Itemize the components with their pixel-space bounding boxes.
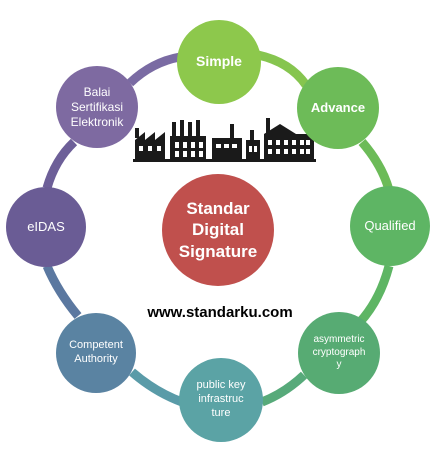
connector-qualified-asymmetric — [356, 264, 394, 326]
connector-competent-eidas — [42, 264, 82, 319]
node-balai-label: Balai Sertifikasi Elektronik — [70, 84, 124, 129]
node-advance-label: Advance — [310, 99, 366, 115]
factory-windows — [139, 140, 310, 157]
node-advance: Advance — [297, 67, 379, 149]
center-label: Standar Digital Signature — [178, 199, 258, 261]
node-simple: Simple — [177, 20, 261, 104]
node-simple-label: Simple — [196, 53, 242, 70]
node-competent-authority: Competent Authority — [56, 313, 136, 393]
node-eidas: eIDAS — [6, 187, 86, 267]
node-eidas-label: eIDAS — [27, 218, 65, 234]
node-qualified: Qualified — [350, 186, 430, 266]
connector-balai-simple — [126, 52, 181, 87]
node-public-key-infrastructure: public key infrastruc ture — [179, 358, 263, 442]
node-asymmetric-label: asymmetric cryptograph y — [312, 334, 366, 371]
connector-pki-competent — [129, 368, 184, 407]
node-competent-label: Competent Authority — [69, 339, 123, 365]
node-balai-sertifikasi: Balai Sertifikasi Elektronik — [56, 66, 138, 148]
factory-icon — [133, 118, 316, 162]
connector-simple-advance — [256, 50, 310, 88]
center-node: Standar Digital Signature — [162, 174, 274, 286]
connector-advance-qualified — [358, 139, 394, 192]
node-pki-label: public key infrastruc ture — [196, 379, 246, 419]
node-asymmetric-cryptography: asymmetric cryptograph y — [298, 312, 380, 394]
website-url: www.standarku.com — [147, 304, 293, 321]
node-qualified-label: Qualified — [364, 217, 416, 233]
connector-eidas-balai — [42, 138, 78, 190]
connector-asymmetric-pki — [260, 371, 308, 407]
